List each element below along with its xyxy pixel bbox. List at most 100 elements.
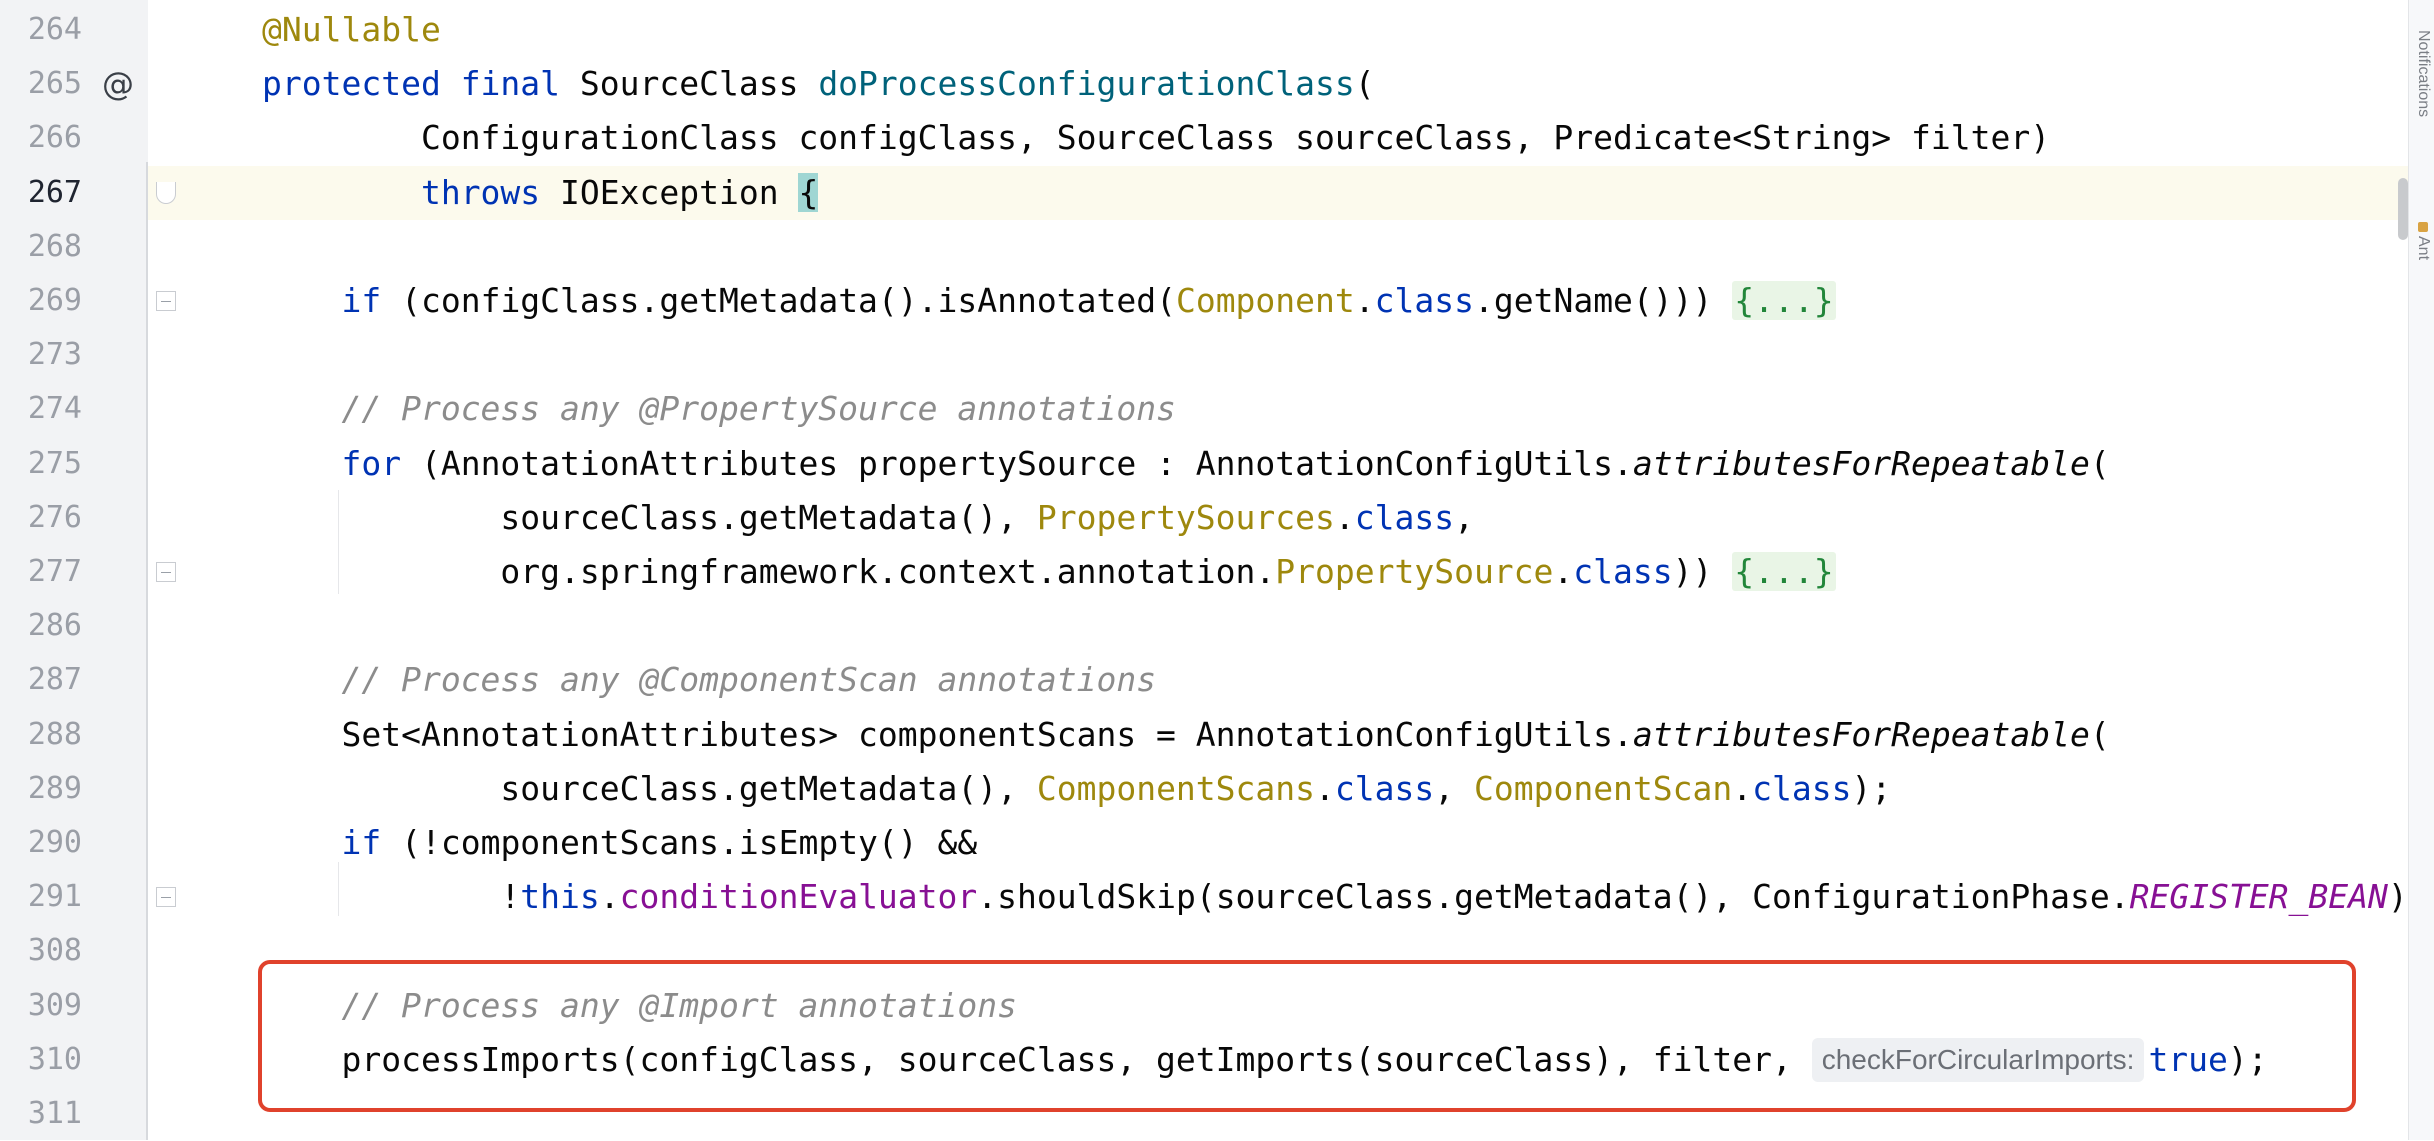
line-number: 290 [27,825,82,860]
line-number: 310 [27,1041,82,1077]
code-token: . [1315,768,1335,808]
line-number: 274 [27,391,82,427]
code-line-265[interactable]: 265 @ protected final SourceClass doProces… [0,57,2434,111]
code-token: ! [500,877,521,917]
code-line-275[interactable]: 275 for (AnnotationAttributes propertySo… [0,437,2434,491]
line-number: 309 [27,987,82,1023]
code-line-267[interactable]: 267 throws IOException { [0,166,2434,220]
code-token: ); [2227,1039,2268,1079]
line-number: 275 [27,445,82,481]
line-number: 266 [27,120,82,156]
code-token: .shouldSkip(sourceClass.getMetadata(), C… [977,877,2130,917]
code-text: processImports(configClass, sourceClass,… [262,1033,2268,1087]
code-token: throws [420,172,541,212]
code-line-288[interactable]: 288 Set<AnnotationAttributes> componentS… [0,708,2434,762]
annotation-highlight-box [258,960,2356,1112]
line-number: 273 [27,337,82,373]
code-text: sourceClass.getMetadata(), PropertySourc… [262,491,1474,545]
code-line-308[interactable]: 308 [0,924,2434,978]
code-token: ComponentScans [1036,768,1316,808]
folded-block[interactable]: {...} [1732,281,1836,320]
override-annotation-icon[interactable]: @ [102,65,134,104]
code-token: for [341,443,402,483]
code-line-269[interactable]: 269 if (configClass.getMetadata().isAnno… [0,274,2434,328]
code-token: REGISTER_BEAN [2129,877,2388,917]
code-token: )) [1672,552,1733,591]
code-line-273[interactable]: 273 [0,328,2434,382]
line-number: 286 [27,608,82,644]
code-line-286[interactable]: 286 [0,599,2434,653]
code-text: for (AnnotationAttributes propertySource… [262,437,2110,491]
code-text: // Process any @ComponentScan annotation… [262,653,1156,707]
code-line-266[interactable]: 266 ConfigurationClass configClass, Sour… [0,111,2434,165]
code-text: sourceClass.getMetadata(), ComponentScan… [262,762,1891,816]
code-line-291[interactable]: 291 !this.conditionEvaluator.shouldSkip(… [0,870,2434,924]
scrollbar-thumb[interactable] [2398,178,2408,240]
code-token: ( [2089,443,2110,483]
code-token: // Process any @PropertySource annotatio… [341,389,1176,429]
code-text: protected final SourceClass doProcessCon… [262,57,1375,111]
code-line-287[interactable]: 287 // Process any @ComponentScan annota… [0,653,2434,707]
line-number: 264 [27,12,82,47]
code-token: org.springframework.context.annotation. [500,552,1276,591]
code-token: Component [1175,281,1355,320]
code-line-309[interactable]: 309 // Process any @Import annotations [0,979,2434,1033]
code-line-268[interactable]: 268 [0,220,2434,274]
line-number: 287 [27,662,82,698]
code-token: @Nullable [262,10,441,49]
code-token: // Process any @ComponentScan annotation… [341,660,1157,700]
code-token: ); [1851,768,1892,808]
code-line-311[interactable]: 311 [0,1087,2434,1141]
code-token: sourceClass.getMetadata(), [500,497,1037,537]
code-token: (configClass.getMetadata().isAnnotated( [381,281,1176,320]
fold-expand-icon[interactable] [156,562,176,582]
code-token: sourceClass.getMetadata(), [500,768,1037,808]
code-token: ( [2089,714,2110,754]
line-number: 265 [27,66,82,102]
code-token: PropertySource [1275,552,1554,591]
code-token: if [341,281,382,320]
code-line-310[interactable]: 310 processImports(configClass, sourceCl… [0,1033,2434,1087]
code-line-276[interactable]: 276 sourceClass.getMetadata(), PropertyS… [0,491,2434,545]
code-text: if (!componentScans.isEmpty() && [262,816,977,870]
code-token: conditionEvaluator [619,877,978,917]
code-line-264[interactable]: 264 @Nullable [0,3,2434,57]
code-token: Set<AnnotationAttributes> componentScans… [341,714,1633,754]
fold-expand-icon[interactable] [156,887,176,908]
line-number: 276 [27,499,82,535]
fold-end-marker[interactable] [156,182,176,204]
code-token: // Process any @Import annotations [341,985,1017,1025]
code-text: ConfigurationClass configClass, SourceCl… [262,111,2050,165]
line-number: 288 [27,716,82,752]
code-token: ConfigurationClass configClass, SourceCl… [420,118,2051,158]
line-number: 289 [27,770,82,806]
code-token: class [1334,768,1435,808]
code-line-277[interactable]: 277 org.springframework.context.annotati… [0,545,2434,599]
code-token: .getName())) [1473,281,1733,320]
code-token: final [460,64,561,104]
code-token: this [520,877,600,917]
notifications-tool-tab[interactable]: Notifications [2415,30,2432,118]
code-token: { [798,172,819,212]
code-token: . [1334,497,1355,537]
code-text: @Nullable [262,3,441,57]
code-token: ) [2387,877,2408,917]
code-token: , [1434,768,1474,808]
line-number: 268 [27,228,82,264]
code-token: class [1354,497,1455,537]
code-text: Set<AnnotationAttributes> componentScans… [262,708,2110,762]
code-token: . [1553,552,1574,591]
ant-tool-tab[interactable]: Ant [2415,236,2432,261]
ant-icon [2418,222,2428,232]
code-text: org.springframework.context.annotation.P… [262,545,1836,599]
code-line-289[interactable]: 289 sourceClass.getMetadata(), Component… [0,762,2434,816]
line-number: 311 [27,1096,82,1131]
code-token [441,64,461,103]
right-tool-strip [2408,0,2434,1140]
code-token: (AnnotationAttributes propertySource : A… [401,443,1633,483]
code-token: processImports(configClass, sourceClass,… [341,1039,1812,1079]
folded-block[interactable]: {...} [1732,552,1836,591]
fold-expand-icon[interactable] [156,291,176,311]
code-line-290[interactable]: 290 if (!componentScans.isEmpty() && [0,816,2434,870]
code-line-274[interactable]: 274 // Process any @PropertySource annot… [0,382,2434,436]
